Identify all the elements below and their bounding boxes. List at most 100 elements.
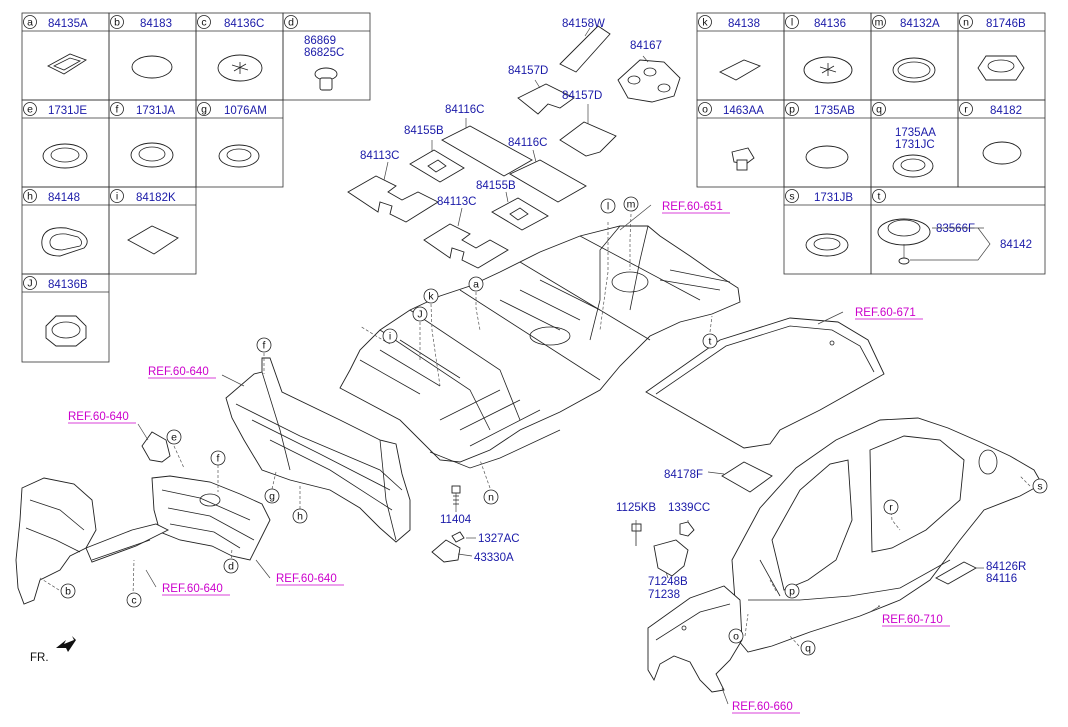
cell-letter: t: [878, 191, 881, 203]
ref-60-640-link-1[interactable]: REF.60-640: [148, 366, 209, 378]
grommet-1731je-shape: [42, 143, 88, 169]
plug-84135a-shape: [47, 53, 88, 75]
callout-circle-icon: [23, 15, 37, 29]
cell-letter: g: [201, 104, 207, 116]
cell-letter: f: [116, 104, 119, 116]
ref-60-660-link[interactable]: REF.60-660: [732, 701, 793, 713]
cell-part-number: 84132A: [900, 18, 940, 30]
callout-circle-icon: [210, 450, 226, 466]
pad-84113c-upper: [347, 175, 439, 223]
callout-letter: d: [228, 561, 234, 573]
front-arrow-icon: [56, 636, 76, 652]
grommet-1731jb-shape: [805, 233, 849, 257]
label-1125kb: 1125KB: [616, 502, 656, 514]
label-84178f: 84178F: [664, 469, 703, 481]
cell-part-number: 1463AA: [723, 105, 764, 117]
label-43330a: 43330A: [474, 552, 514, 564]
callout-circle-icon: [483, 489, 499, 505]
callout-circle-icon: [110, 15, 124, 29]
callout-n: n: [483, 489, 499, 505]
front-label: FR.: [30, 652, 49, 664]
part-number-labels: 84158W 84167 84157D 84157D 84116C 84116C…: [360, 18, 1026, 601]
cell-part-number: 84183: [140, 18, 172, 30]
cell-letter: h: [27, 191, 33, 203]
callout-letter: o: [733, 631, 739, 643]
callout-circle-icon: [223, 558, 239, 574]
callout-circle-icon: [197, 102, 211, 116]
callout-circle-icon: [110, 189, 124, 203]
label-71238: 71238: [648, 589, 680, 601]
callout-l: l: [600, 198, 616, 214]
cell-part-number: 84136C: [224, 18, 264, 30]
callout-letter: k: [428, 291, 434, 303]
callout-h: h: [292, 508, 308, 524]
grommet-84136b-shape: [45, 315, 87, 347]
callout-e: e: [166, 429, 182, 445]
callout-letter: g: [269, 491, 275, 503]
callout-letter: f: [217, 453, 220, 465]
callout-letter: q: [805, 643, 811, 655]
callout-circle-icon: [959, 15, 973, 29]
callout-letter: f: [263, 340, 266, 352]
pad-84182k-shape: [127, 225, 179, 255]
label-84157d-upper: 84157D: [508, 65, 548, 77]
table-cell-p: p 1735AB: [785, 102, 855, 117]
bolt-1125kb: [631, 523, 642, 546]
callout-circle-icon: [166, 429, 182, 445]
label-11404: 11404: [440, 514, 472, 526]
pad-84158w: [559, 25, 611, 73]
callout-letter: r: [889, 502, 893, 514]
cell-part-number: 1735AB: [814, 105, 855, 117]
ref-60-640-link-3[interactable]: REF.60-640: [162, 583, 223, 595]
callout-letter: a: [473, 279, 479, 291]
ref-60-640-link-2[interactable]: REF.60-640: [68, 411, 129, 423]
grommet-84136c-shape: [217, 54, 263, 82]
bracket-71248b: [653, 539, 689, 577]
callout-letter: m: [627, 199, 636, 211]
callout-circle-icon: [423, 288, 439, 304]
front-fender: [647, 585, 743, 693]
ref-60-640-link-4[interactable]: REF.60-640: [276, 573, 337, 585]
callout-circle-icon: [23, 102, 37, 116]
ref-60-710-link[interactable]: REF.60-710: [882, 614, 943, 626]
cap-1735ab-shape: [805, 145, 849, 169]
parts-table-left: [21, 12, 371, 363]
label-84113c-upper: 84113C: [360, 150, 399, 162]
callout-letter: i: [389, 331, 391, 343]
cell-part-number: 81746B: [986, 18, 1026, 30]
callout-letter: e: [171, 432, 177, 444]
callout-circle-icon: [126, 592, 142, 608]
cell-letter: c: [201, 17, 206, 29]
cell-letter: p: [789, 104, 795, 116]
pad-84126r: [935, 561, 977, 585]
table-part-shapes-right: [718, 55, 1025, 265]
ref-60-651-link[interactable]: REF.60-651: [662, 201, 723, 213]
callout-circle-icon: [959, 102, 973, 116]
ref-60-671-link[interactable]: REF.60-671: [855, 307, 916, 319]
label-84116: 84116: [986, 573, 1017, 585]
cell-letter: i: [116, 191, 118, 203]
callout-o: o: [728, 628, 744, 644]
cell-part-number-2: 1731JC: [895, 139, 935, 151]
label-1327ac: 1327AC: [478, 533, 520, 545]
cell-letter: r: [964, 104, 968, 116]
bracket-43330a: [431, 539, 461, 563]
callout-k: k: [423, 288, 439, 304]
callout-c: c: [126, 592, 142, 608]
label-84116c-upper: 84116C: [445, 104, 484, 116]
reference-links[interactable]: REF.60-651 REF.60-671 REF.60-640 REF.60-…: [68, 201, 950, 714]
pad-84138-shape: [718, 59, 762, 81]
cell-part-number: 83566F: [936, 223, 975, 235]
label-71248b: 71248B: [648, 576, 688, 588]
callout-b: b: [60, 583, 76, 599]
mount-83566f-shape: [877, 218, 991, 265]
